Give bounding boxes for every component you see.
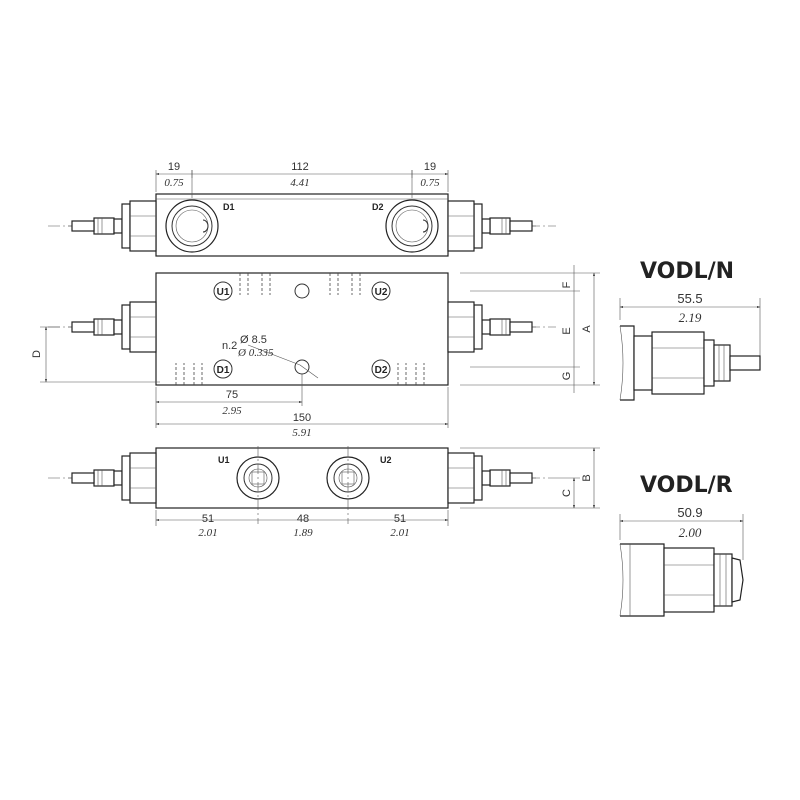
dim-112: 112 xyxy=(291,161,309,173)
dim-letter-b: B xyxy=(581,474,593,481)
dim-075-right: 0.75 xyxy=(420,177,440,189)
valve-body xyxy=(155,272,449,386)
port-label-d1: D1 xyxy=(217,365,230,376)
port-label-d2: D2 xyxy=(372,202,384,212)
port-circle-d1 xyxy=(213,359,233,379)
port-label-u2: U2 xyxy=(380,455,392,465)
variant-title-vodl-n: VODL/N xyxy=(640,259,734,284)
dim-075-left: 0.75 xyxy=(164,177,184,189)
dim-19-left: 19 xyxy=(168,161,180,173)
variant-dim-in-vodl-r: 2.00 xyxy=(679,525,702,540)
top-view: D1 D2 19 0.75 112 4.41 19 0.75 xyxy=(48,161,556,257)
port-circle-d2 xyxy=(385,199,439,253)
hole-count: n.2 xyxy=(222,340,237,352)
dim-letter-g: G xyxy=(561,372,573,381)
variant-dim-in-vodl-n: 2.19 xyxy=(679,310,702,325)
dim-letter-c: C xyxy=(561,489,573,497)
right-nut xyxy=(447,200,537,252)
left-nut xyxy=(67,200,157,252)
variant-vodl-r: VODL/R 50.9 2.00 xyxy=(619,473,744,617)
dim-189: 1.89 xyxy=(293,527,313,539)
hole-dia-mm: Ø 8.5 xyxy=(240,334,267,346)
hidden-bores xyxy=(175,273,425,385)
dim-letter-a: A xyxy=(581,325,593,333)
variant-dim-vodl-n: 55.5 xyxy=(677,291,702,306)
dim-150: 150 xyxy=(293,412,311,424)
port-label-u1: U1 xyxy=(217,287,230,298)
dim-19-right: 19 xyxy=(424,161,436,173)
port-circle-u2 xyxy=(371,281,391,301)
port-circle-u1 xyxy=(213,281,233,301)
variant-vodl-n: VODL/N 55.5 2.19 xyxy=(619,259,761,401)
right-nut xyxy=(447,301,537,353)
bottom-view: U1 U2 51 2.01 48 1.89 51 2.01 C B xyxy=(48,446,600,539)
hole-dia-in: Ø 0.335 xyxy=(237,347,274,359)
dim-201-right: 2.01 xyxy=(390,527,409,539)
port-circle-d2 xyxy=(371,359,391,379)
dim-441: 4.41 xyxy=(290,177,309,189)
port-label-u2: U2 xyxy=(375,287,388,298)
dim-48: 48 xyxy=(297,513,309,525)
right-nut xyxy=(447,452,537,504)
left-nut xyxy=(67,301,157,353)
dim-591: 5.91 xyxy=(292,427,311,439)
dim-letter-d: D xyxy=(31,350,43,358)
dim-201-left: 2.01 xyxy=(198,527,217,539)
dim-51-left: 51 xyxy=(202,513,214,525)
port-label-d1: D1 xyxy=(223,202,235,212)
variant-dim-vodl-r: 50.9 xyxy=(677,505,702,520)
valve-body xyxy=(155,447,449,509)
dim-letter-f: F xyxy=(561,281,573,288)
dim-75: 75 xyxy=(226,389,238,401)
port-circle-d1 xyxy=(165,199,219,253)
left-nut xyxy=(67,452,157,504)
dim-295: 2.95 xyxy=(222,405,242,417)
dim-letter-e: E xyxy=(561,327,573,334)
dim-51-right: 51 xyxy=(394,513,406,525)
port-label-d2: D2 xyxy=(375,365,388,376)
front-view: U1 U2 D1 D2 n.2 Ø 8.5 Ø 0.335 F E A G D … xyxy=(31,265,600,439)
port-label-u1: U1 xyxy=(218,455,230,465)
mounting-hole-top xyxy=(294,283,310,299)
variant-title-vodl-r: VODL/R xyxy=(640,473,733,498)
